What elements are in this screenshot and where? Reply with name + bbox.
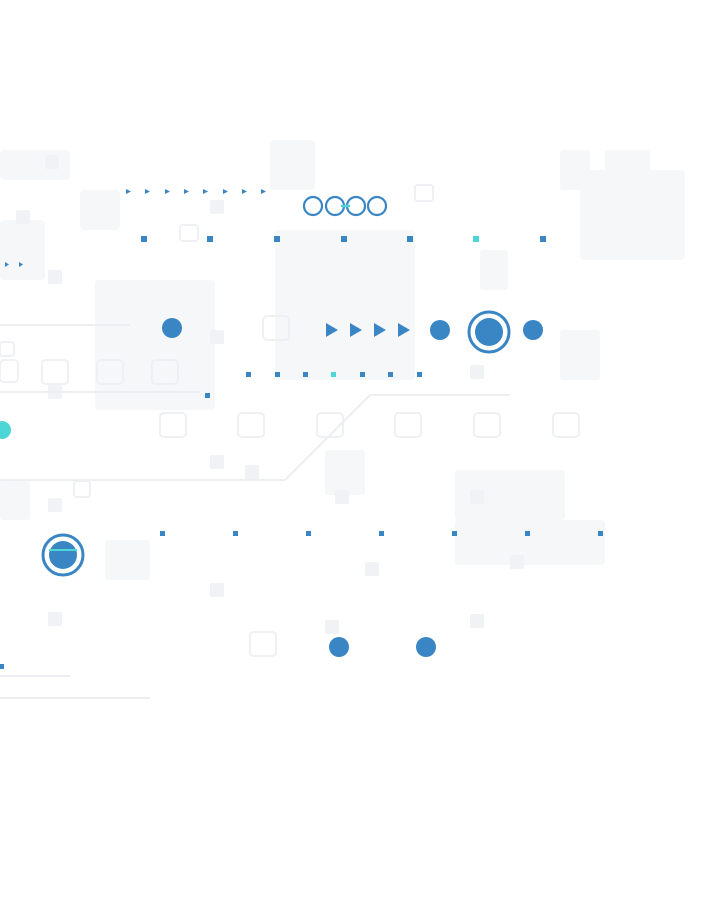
play-arrow-icon — [326, 323, 338, 337]
play-arrow-icon — [350, 323, 362, 337]
square-marker-icon — [388, 372, 393, 377]
square-marker-icon — [306, 531, 311, 536]
play-arrow-icon — [203, 189, 208, 194]
open-ring-icon — [366, 195, 388, 217]
play-arrow-icon — [398, 323, 410, 337]
open-ring-chain — [302, 195, 388, 217]
square-marker-icon — [160, 531, 165, 536]
square-marker-icon — [207, 236, 213, 242]
square-marker-icon — [525, 531, 530, 536]
square-marker-icon — [233, 531, 238, 536]
square-marker-icon — [303, 372, 308, 377]
dot-arrow-row — [162, 310, 543, 354]
dot-icon — [416, 637, 436, 657]
square-marker-icon — [598, 531, 603, 536]
dot-icon — [430, 320, 450, 340]
play-arrow-icon — [5, 262, 9, 267]
square-marker-icon — [141, 236, 147, 242]
small-arrow-row-left — [5, 262, 23, 267]
square-marker-icon — [407, 236, 413, 242]
dot-icon — [523, 320, 543, 340]
square-marker-icon — [452, 531, 457, 536]
dot-icon — [162, 318, 182, 338]
play-arrow-icon — [126, 189, 131, 194]
ring-dot-icon — [41, 533, 85, 577]
open-ring-icon — [302, 195, 324, 217]
square-marker-icon — [417, 372, 422, 377]
play-arrow-icon — [374, 323, 386, 337]
square-marker-icon — [246, 372, 251, 377]
ghost-layer — [0, 140, 685, 699]
dot-icon — [329, 637, 349, 657]
ring-dot-icon — [467, 310, 511, 354]
dot-icon — [0, 421, 11, 439]
square-marker-icon — [274, 236, 280, 242]
square-marker-row-1 — [141, 236, 546, 242]
play-arrow-icon — [223, 189, 228, 194]
play-arrow-icon — [19, 262, 23, 267]
square-marker-row-3 — [160, 531, 603, 536]
square-marker-icon — [205, 393, 210, 398]
square-marker-icon — [379, 531, 384, 536]
square-marker-row-2 — [205, 372, 422, 398]
square-marker-icon — [0, 664, 4, 669]
play-arrow-icon — [165, 189, 170, 194]
square-marker-icon — [341, 236, 347, 242]
square-marker-icon — [540, 236, 546, 242]
square-marker-icon — [360, 372, 365, 377]
small-arrow-row-top — [126, 189, 266, 194]
play-arrow-icon — [145, 189, 150, 194]
play-arrow-icon — [184, 189, 189, 194]
square-marker-icon — [473, 236, 479, 242]
square-marker-icon — [331, 372, 336, 377]
play-arrow-icon — [261, 189, 266, 194]
square-marker-icon — [275, 372, 280, 377]
play-arrow-icon — [242, 189, 247, 194]
bottom-dot-row — [329, 637, 436, 657]
